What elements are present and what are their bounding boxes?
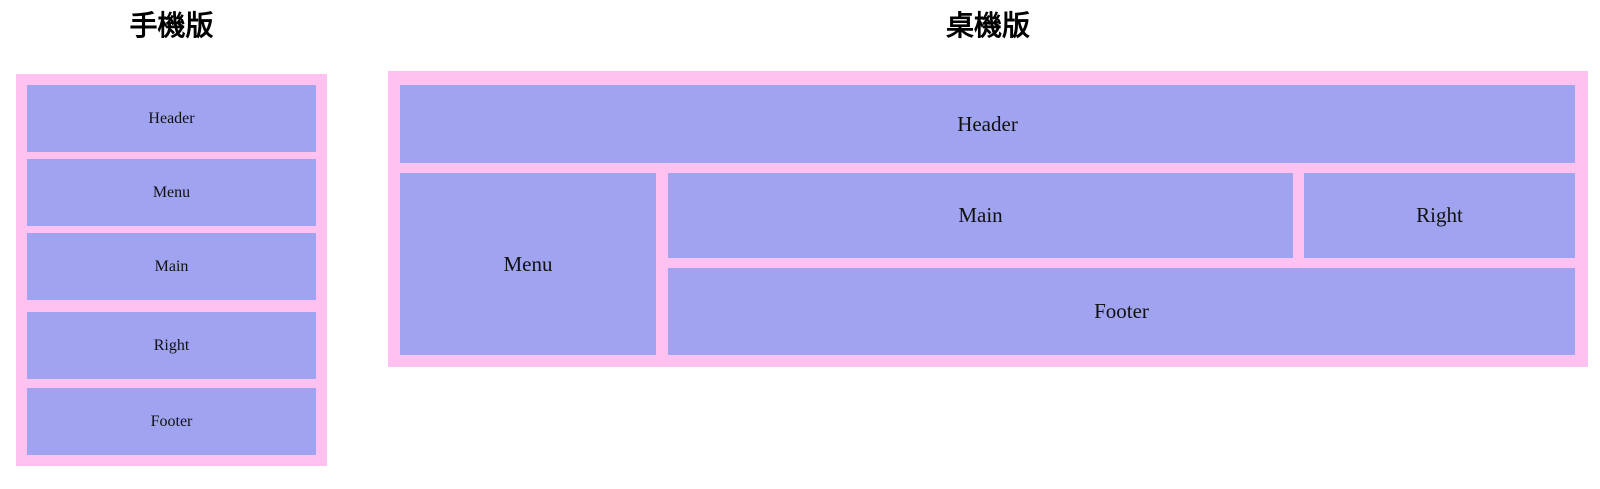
desktop-region-header-label: Header — [957, 111, 1018, 136]
desktop-region-header: Header — [400, 85, 1575, 163]
desktop-region-right: Right — [1304, 173, 1575, 258]
mobile-region-menu-label: Menu — [152, 183, 191, 201]
desktop-section-title: 桌機版 — [945, 10, 1030, 41]
mobile-region-main: Main — [27, 233, 316, 300]
desktop-region-right-label: Right — [1416, 203, 1463, 227]
desktop-region-main-label: Main — [958, 203, 1003, 227]
mobile-region-header: Header — [27, 85, 316, 152]
mobile-region-footer-label: Footer — [150, 412, 193, 430]
mobile-region-right: Right — [27, 312, 316, 379]
mobile-region-right-label: Right — [153, 336, 190, 354]
mobile-region-main-label: Main — [154, 257, 189, 275]
desktop-region-footer: Footer — [668, 268, 1575, 355]
desktop-region-main: Main — [668, 173, 1293, 258]
desktop-region-menu-label: Menu — [503, 251, 553, 276]
mobile-layout-wireframe: Header Menu Main Right Footer — [16, 74, 327, 466]
mobile-region-footer: Footer — [27, 388, 316, 455]
mobile-section-title: 手機版 — [129, 10, 214, 41]
mobile-region-header-label: Header — [148, 109, 195, 127]
desktop-region-menu: Menu — [400, 173, 656, 355]
desktop-layout-wireframe: Header Menu Main Right Footer — [388, 71, 1588, 367]
desktop-region-footer-label: Footer — [1094, 299, 1149, 323]
mobile-region-menu: Menu — [27, 159, 316, 226]
